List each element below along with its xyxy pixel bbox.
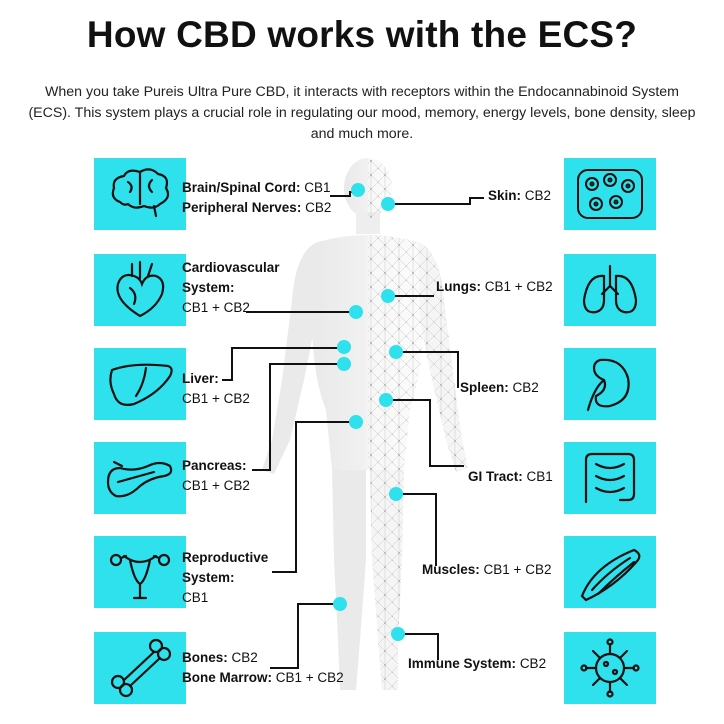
label-muscles: Muscles: CB1 + CB2 xyxy=(422,562,552,577)
label-bones: Bones: CB2 Bone Marrow: CB1 + CB2 xyxy=(182,650,344,685)
label-lungs: Lungs: CB1 + CB2 xyxy=(436,279,553,294)
intro-paragraph: When you take Pureis Ultra Pure CBD, it … xyxy=(28,84,696,142)
brain-icon xyxy=(94,158,186,230)
page-title: How CBD works with the ECS? xyxy=(86,14,638,55)
liver-icon xyxy=(94,348,186,420)
label-skin: Skin: CB2 xyxy=(488,188,552,203)
virus-icon xyxy=(564,632,656,704)
label-spleen: Spleen: CB2 xyxy=(460,380,539,395)
body-silhouette xyxy=(262,158,468,690)
heart-icon xyxy=(94,254,186,326)
intestine-icon xyxy=(564,442,656,514)
bone-icon xyxy=(94,632,186,704)
label-pancreas: Pancreas: CB1 + CB2 xyxy=(182,458,250,493)
receptor-dots xyxy=(333,183,405,641)
label-reproductive-system: Reproductive System: CB1 xyxy=(182,550,269,605)
uterus-icon xyxy=(94,536,186,608)
pancreas-icon xyxy=(94,442,186,514)
label-gi-tract: GI Tract: CB1 xyxy=(468,469,553,484)
label-immune-system: Immune System: CB2 xyxy=(408,656,547,671)
muscle-icon xyxy=(564,536,656,608)
network-mesh-overlay xyxy=(368,160,468,690)
spleen-icon xyxy=(564,348,656,420)
lungs-icon xyxy=(564,254,656,326)
label-liver: Liver: CB1 + CB2 xyxy=(182,371,250,406)
label-cardiovascular: Cardiovascular System: CB1 + CB2 xyxy=(182,260,280,315)
skin-cells-icon xyxy=(564,158,656,230)
label-brain-spinal-cord: Brain/Spinal Cord: CB1 Peripheral Nerves… xyxy=(182,180,332,215)
